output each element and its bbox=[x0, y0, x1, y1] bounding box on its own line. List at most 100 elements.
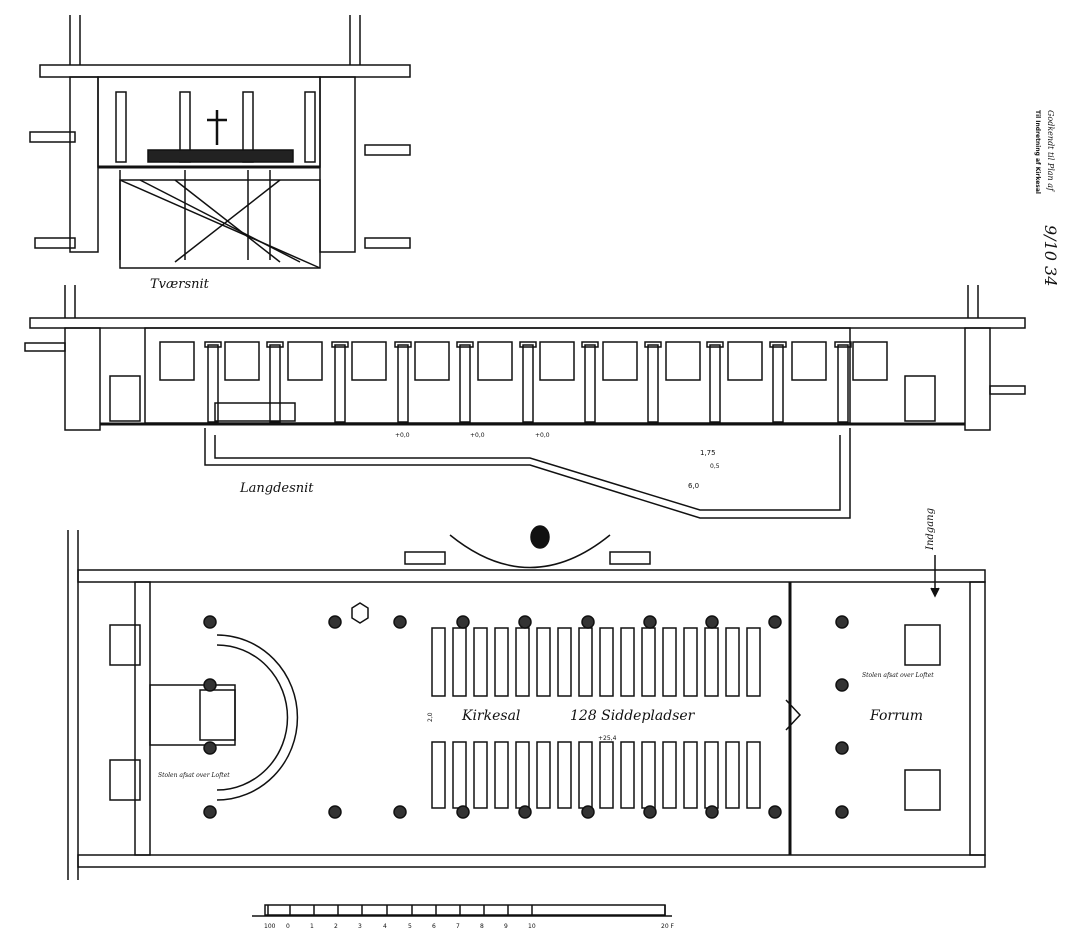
pew bbox=[557, 627, 572, 697]
stair-west-1 bbox=[109, 624, 141, 666]
stamp-date: 9/10 34 bbox=[1041, 225, 1060, 286]
column-capital bbox=[706, 341, 724, 348]
stair-west-2 bbox=[109, 759, 141, 801]
columns bbox=[115, 91, 316, 260]
long-section: Langdesnit +0,0 +0,0 +0,0 1,75 0,5 6,0 bbox=[24, 285, 1026, 519]
scale-label: 100 bbox=[264, 923, 276, 930]
width-dim: 2,0 bbox=[427, 712, 434, 722]
column bbox=[772, 344, 784, 423]
column bbox=[207, 344, 219, 423]
hall-label: Kirkesal bbox=[461, 708, 520, 724]
cross-section-label: Tværsnit bbox=[150, 277, 210, 292]
scale-label: 6 bbox=[432, 923, 436, 930]
column bbox=[837, 344, 849, 423]
pew bbox=[599, 741, 614, 809]
column bbox=[522, 344, 534, 423]
pillar bbox=[835, 678, 849, 692]
pillar bbox=[203, 615, 217, 629]
column bbox=[459, 344, 471, 423]
altar bbox=[149, 684, 236, 746]
pillar bbox=[456, 615, 470, 629]
pew bbox=[494, 741, 509, 809]
window bbox=[477, 341, 513, 381]
entrance-label: Indgang bbox=[925, 508, 936, 551]
pillar bbox=[518, 805, 532, 819]
vestibule-note: Stolen afsat over Loftet bbox=[862, 672, 934, 679]
south-wall bbox=[77, 854, 986, 868]
wall-right bbox=[319, 76, 356, 253]
pillar bbox=[835, 741, 849, 755]
window bbox=[791, 341, 827, 381]
pew bbox=[494, 627, 509, 697]
level-dim: +25,4 bbox=[598, 735, 617, 742]
stamp-line2: Til Indretning af Kirkesal bbox=[1034, 110, 1041, 194]
pillar bbox=[643, 615, 657, 629]
window bbox=[351, 341, 387, 381]
dim-label: 1,75 bbox=[700, 449, 716, 457]
pew bbox=[662, 741, 677, 809]
column-capital bbox=[456, 341, 474, 348]
wall-left bbox=[69, 76, 99, 253]
window bbox=[287, 341, 323, 381]
ceiling-slab bbox=[29, 317, 1026, 329]
pillar bbox=[705, 805, 719, 819]
pew bbox=[536, 741, 551, 809]
window bbox=[727, 341, 763, 381]
apse-curve bbox=[449, 534, 611, 569]
basement-outline bbox=[204, 428, 851, 519]
pew bbox=[578, 741, 593, 809]
pew bbox=[452, 741, 467, 809]
stamp-line1: Godkendt til Plan af bbox=[1046, 110, 1055, 193]
column-capital bbox=[644, 341, 662, 348]
scale-label: 8 bbox=[480, 923, 484, 930]
altar-platform bbox=[214, 402, 296, 422]
pew bbox=[578, 627, 593, 697]
scale-label: 3 bbox=[358, 923, 362, 930]
vestibule-label: Forrum bbox=[869, 708, 923, 724]
window bbox=[665, 341, 701, 381]
dim-label: +0,0 bbox=[470, 432, 485, 439]
pew bbox=[641, 741, 656, 809]
window bbox=[224, 341, 260, 381]
pillar bbox=[705, 615, 719, 629]
dim-label: 0,5 bbox=[710, 463, 720, 470]
scale-label: 20 F bbox=[661, 923, 675, 930]
pew bbox=[746, 741, 761, 809]
column bbox=[334, 344, 346, 423]
pillar bbox=[518, 615, 532, 629]
dim-label: +0,0 bbox=[395, 432, 410, 439]
pew bbox=[725, 627, 740, 697]
north-wall bbox=[77, 569, 986, 583]
floor-slab-top bbox=[39, 64, 411, 78]
pillar bbox=[393, 615, 407, 629]
column bbox=[709, 344, 721, 423]
approval-stamp: Godkendt til Plan af 9/10 34 Til Indretn… bbox=[1034, 110, 1060, 286]
pew bbox=[683, 627, 698, 697]
column-capital bbox=[394, 341, 412, 348]
window bbox=[852, 341, 888, 381]
pulpit bbox=[351, 602, 369, 624]
pillar bbox=[328, 615, 342, 629]
pew bbox=[431, 627, 446, 697]
column-capital bbox=[331, 341, 349, 348]
scale-label: 9 bbox=[504, 923, 508, 930]
pillar bbox=[203, 741, 217, 755]
floor-plan: Indgang Kirkesal 128 Siddepladser Forrum… bbox=[67, 508, 986, 880]
pew bbox=[557, 741, 572, 809]
stair-right bbox=[904, 375, 936, 422]
scale-label: 2 bbox=[334, 923, 338, 930]
pew bbox=[599, 627, 614, 697]
pew bbox=[641, 627, 656, 697]
column bbox=[397, 344, 409, 423]
scale-label: 1 bbox=[310, 923, 314, 930]
scale-label: 7 bbox=[456, 923, 460, 930]
scale-label: 10 bbox=[528, 923, 536, 930]
column-capital bbox=[581, 341, 599, 348]
pew bbox=[704, 741, 719, 809]
column bbox=[584, 344, 596, 423]
dim-label: +0,0 bbox=[535, 432, 550, 439]
seats-label: 128 Siddepladser bbox=[570, 708, 696, 724]
